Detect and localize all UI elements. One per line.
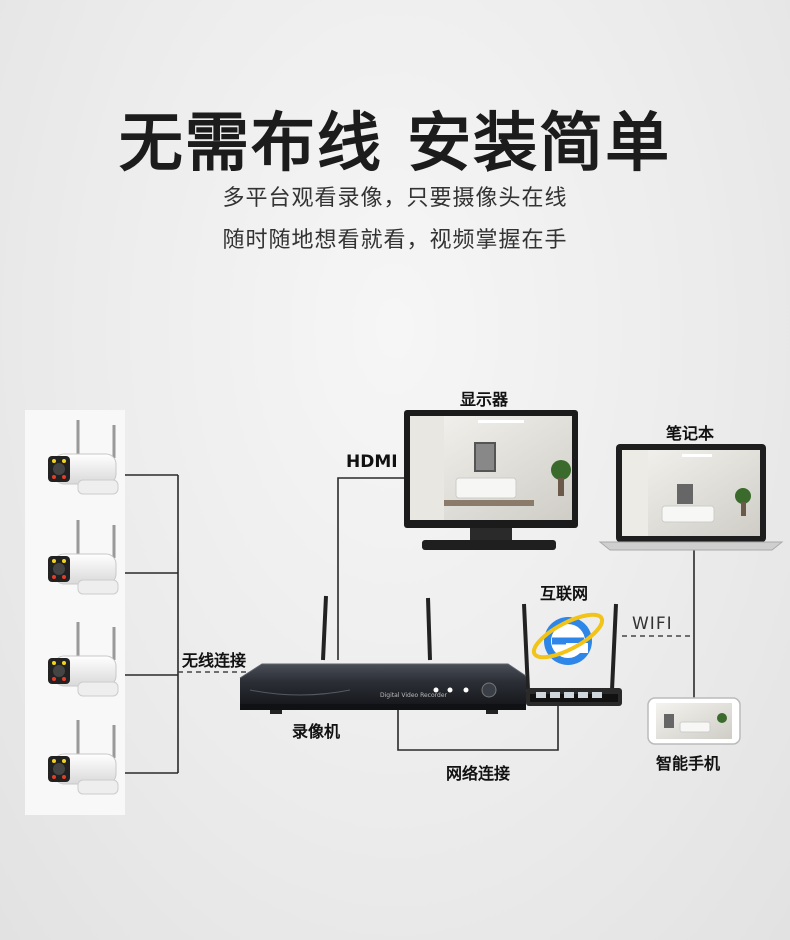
- nvr-icon: [239, 595, 527, 714]
- camera-1: [48, 420, 119, 495]
- network-label: 网络连接: [446, 764, 511, 783]
- laptop-label: 笔记本: [666, 424, 715, 443]
- subtitle-line-2: 随时随地想看就看，视频掌握在手: [222, 228, 568, 253]
- nvr-label: 录像机: [292, 722, 341, 741]
- monitor-label: 显示器: [460, 390, 509, 409]
- laptop-icon: [598, 444, 784, 551]
- internet-label: 互联网: [540, 584, 589, 603]
- camera-4: [48, 720, 119, 795]
- monitor-icon: [404, 410, 578, 550]
- hdmi-label: HDMI: [346, 452, 398, 472]
- camera-icon: [48, 622, 119, 697]
- router-icon: [522, 603, 622, 706]
- internet-explorer-icon: [531, 612, 605, 665]
- page-title: 无需布线 安装简单: [118, 107, 672, 181]
- camera-icon: [48, 420, 119, 495]
- smartphone-icon: [647, 697, 741, 745]
- camera-bracket: [125, 474, 179, 774]
- hdmi-link: [337, 477, 405, 660]
- wifi-label: WIFI: [632, 614, 673, 634]
- camera-icon: [48, 520, 119, 595]
- nvr-panel-text: Digital Video Recorder: [380, 692, 447, 699]
- network-link: [397, 705, 559, 751]
- camera-icon: [48, 720, 119, 795]
- phone-label: 智能手机: [656, 754, 721, 773]
- subtitle-line-1: 多平台观看录像，只要摄像头在线: [222, 186, 568, 211]
- camera-2: [48, 520, 119, 595]
- camera-3: [48, 622, 119, 697]
- wireless-label: 无线连接: [182, 651, 247, 670]
